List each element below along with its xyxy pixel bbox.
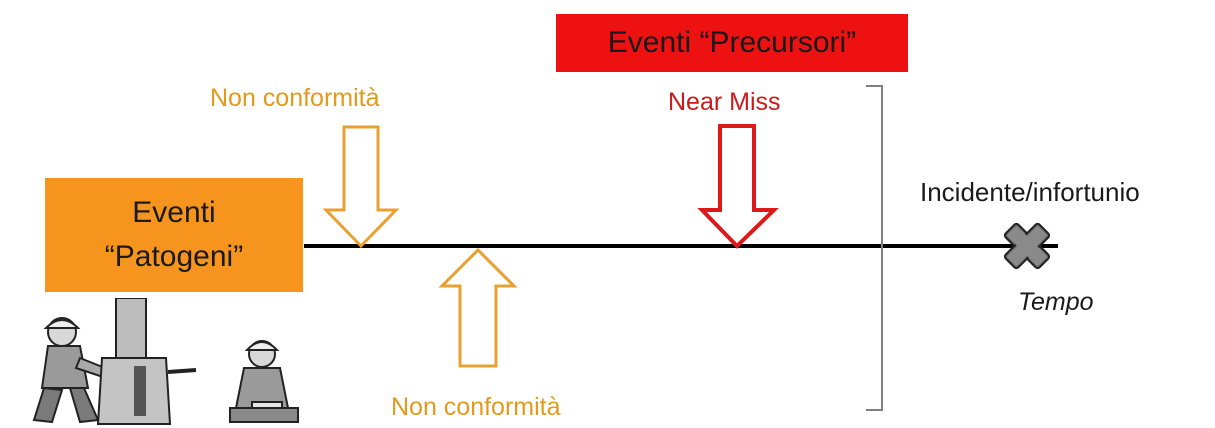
non-conformita-up-arrow-icon — [438, 247, 518, 368]
non-conformita-down-arrow-icon — [322, 125, 400, 249]
near-miss-down-arrow-icon — [697, 124, 779, 249]
tempo-axis-label: Tempo — [1018, 288, 1094, 316]
workers-illustration — [18, 297, 304, 428]
near-miss-label: Near Miss — [668, 88, 781, 116]
workers-cartoon-illustration — [18, 297, 304, 428]
incidente-infortunio-label: Incidente/infortunio — [920, 177, 1140, 207]
eventi-patogeni-box: Eventi “Patogeni” — [45, 178, 303, 292]
non-conformita-top-label: Non conformità — [210, 84, 380, 112]
eventi-patogeni-line1: Eventi — [132, 196, 216, 229]
eventi-patogeni-line2: “Patogeni” — [104, 240, 244, 273]
cross-marker-icon — [1003, 222, 1051, 270]
precursori-bracket — [866, 85, 883, 411]
eventi-precursori-box: Eventi “Precursori” — [556, 14, 908, 72]
eventi-precursori-label: Eventi “Precursori” — [607, 26, 857, 59]
non-conformita-bottom-label: Non conformità — [391, 393, 561, 421]
